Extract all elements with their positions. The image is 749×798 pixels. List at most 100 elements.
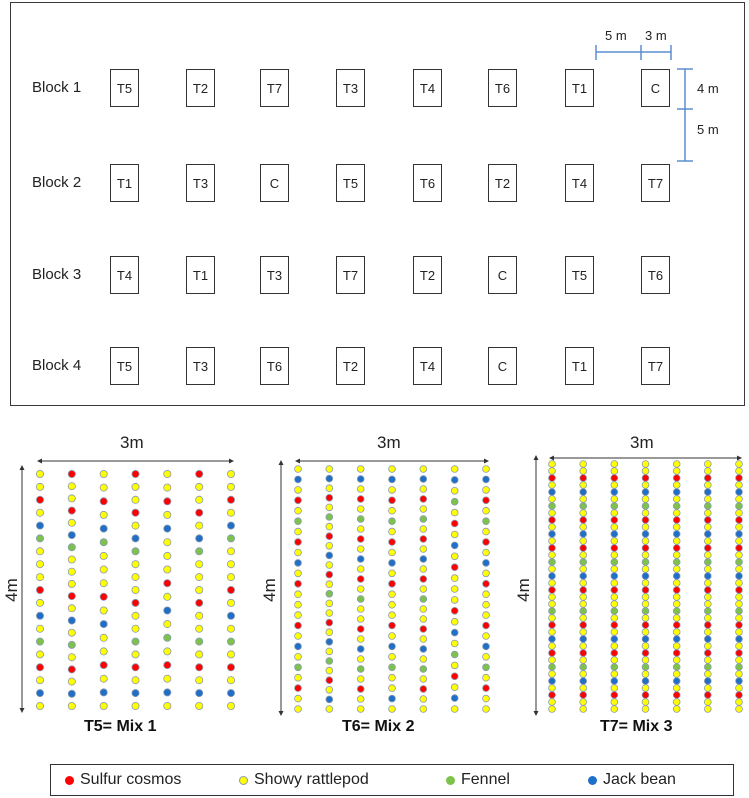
- plant-dot: [548, 558, 556, 566]
- plant-dot: [419, 675, 428, 683]
- plant-dot: [419, 655, 428, 663]
- yellow-dot-icon: [239, 775, 248, 785]
- plant-dot: [735, 509, 743, 517]
- plant-dot: [99, 606, 108, 615]
- block-label: Block 2: [32, 174, 82, 191]
- plant-dot: [67, 628, 76, 637]
- plant-dot: [131, 637, 140, 646]
- plant-dot: [672, 509, 681, 517]
- plant-dot: [703, 607, 712, 615]
- plant-dot: [163, 592, 172, 601]
- plant-dot: [325, 493, 334, 502]
- plant-dot: [99, 469, 108, 478]
- plant-dot: [226, 508, 235, 517]
- plant-dot: [325, 628, 334, 636]
- plant-dot: [610, 565, 619, 573]
- plant-dot: [419, 515, 428, 523]
- red-dot-icon: [65, 775, 74, 785]
- plant-dot: [419, 645, 428, 653]
- plant-dot: [388, 465, 396, 473]
- plant-dot: [579, 670, 587, 678]
- plant-dot: [641, 642, 650, 650]
- plant-dot: [548, 530, 556, 538]
- plant-dot: [610, 544, 619, 552]
- plant-dot: [356, 635, 365, 643]
- plant-dot: [294, 652, 302, 661]
- field-layout-frame: [10, 2, 745, 406]
- plant-dot: [703, 502, 712, 510]
- treatment-plot: T2: [186, 69, 215, 107]
- treatment-plot: T2: [488, 164, 517, 202]
- plant-dot: [548, 614, 556, 622]
- plant-dot: [672, 621, 681, 629]
- plant-dot: [67, 689, 76, 698]
- plant-dot: [610, 635, 619, 643]
- plant-dot: [325, 589, 334, 598]
- plant-dot: [294, 538, 302, 546]
- plant-dot: [672, 607, 681, 615]
- plant-dot: [703, 474, 712, 482]
- plant-dot: [610, 628, 619, 636]
- plant-dot: [672, 705, 681, 713]
- plant-dot: [325, 609, 334, 617]
- plant-dot: [482, 611, 490, 619]
- plant-dot: [641, 565, 650, 573]
- plant-dot: [131, 702, 140, 711]
- plant-dot: [548, 460, 556, 468]
- plant-dot: [482, 559, 490, 567]
- plant-dot: [450, 465, 459, 473]
- plant-dot: [294, 569, 302, 578]
- plant-dot: [735, 614, 743, 622]
- plant-dot: [641, 509, 650, 517]
- plant-dot: [482, 548, 490, 557]
- plant-dot: [99, 661, 108, 670]
- plant-dot: [450, 508, 459, 517]
- plant-dot: [610, 677, 619, 685]
- plant-dot: [294, 475, 302, 484]
- plant-dot: [325, 474, 334, 483]
- treatment-plot: T6: [488, 69, 517, 107]
- block-label: Block 4: [32, 357, 82, 374]
- plant-dot: [641, 544, 650, 552]
- plant-dot: [450, 606, 459, 615]
- plant-dot: [36, 702, 45, 711]
- plant-dot: [672, 460, 681, 468]
- gap-dimension-label: 5 m: [605, 28, 627, 43]
- plant-dot: [226, 676, 235, 685]
- plant-dot: [703, 551, 712, 559]
- treatment-plot: T3: [260, 256, 289, 294]
- plant-dot: [735, 642, 743, 650]
- plant-dot: [703, 593, 712, 601]
- treatment-plot: T7: [336, 256, 365, 294]
- plant-dot: [482, 590, 490, 598]
- plant-dot: [325, 561, 334, 569]
- plant-dot: [67, 677, 76, 686]
- plant-dot: [163, 497, 172, 506]
- t6-panel-title: T6= Mix 2: [342, 718, 415, 735]
- plant-dot: [548, 495, 556, 503]
- plant-dot: [735, 586, 743, 594]
- arrowhead-icon: [549, 455, 554, 461]
- treatment-plot: T1: [110, 164, 139, 202]
- plant-dot: [672, 698, 681, 706]
- plant-dot: [195, 624, 204, 633]
- plant-dot: [482, 632, 490, 640]
- plant-dot: [703, 586, 712, 594]
- plant-dot: [672, 488, 681, 496]
- plant-dot: [450, 683, 459, 691]
- plant-dot: [579, 488, 587, 496]
- plant-dot: [610, 502, 619, 510]
- plant-dot: [548, 642, 556, 650]
- plant-dot: [388, 652, 396, 661]
- legend-item-fennel: Fennel: [446, 771, 510, 789]
- treatment-plot: T4: [565, 164, 594, 202]
- plant-dot: [356, 465, 365, 473]
- plant-dot: [672, 635, 681, 643]
- plant-dot: [703, 572, 712, 580]
- plant-dot: [735, 684, 743, 692]
- plant-dot: [641, 607, 650, 615]
- plant-dot: [579, 586, 587, 594]
- plant-dot: [325, 570, 334, 579]
- plant-dot: [579, 467, 587, 475]
- plant-dot: [67, 640, 76, 649]
